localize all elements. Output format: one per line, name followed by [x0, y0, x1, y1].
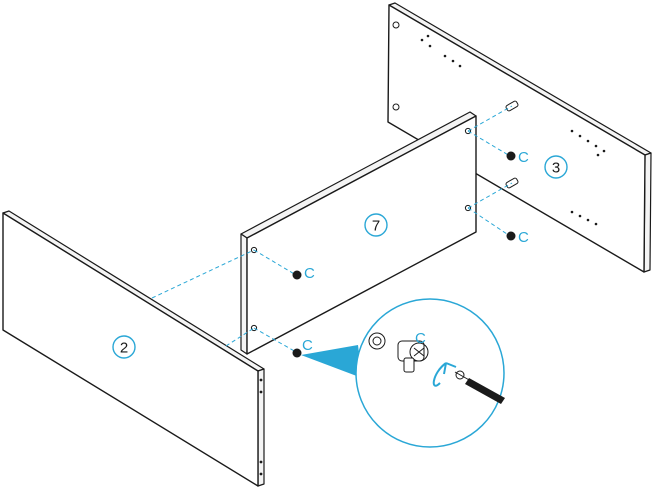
svg-text:2: 2 — [120, 340, 128, 357]
rotate-arrow-icon — [432, 362, 457, 387]
part-badge-7: 7 — [364, 213, 388, 237]
screwdriver-icon — [454, 370, 505, 404]
cam-detail-label: C — [415, 330, 426, 347]
cam-label: C — [302, 337, 313, 354]
part-badge-2: 2 — [112, 335, 136, 359]
cam-label: C — [518, 149, 529, 166]
alignment-guides — [151, 105, 513, 353]
panel-3-holes — [420, 34, 606, 226]
panel-3 — [387, 2, 652, 273]
cam-fitting-icon — [397, 340, 429, 373]
part-badge-3: 3 — [544, 155, 568, 179]
svg-text:3: 3 — [552, 160, 560, 177]
cam-lock-icon — [292, 151, 516, 358]
detail-magnifier — [301, 298, 505, 448]
cam-label: C — [518, 229, 529, 246]
svg-text:7: 7 — [372, 218, 380, 235]
cam-hole-icon — [368, 332, 386, 350]
cam-label: C — [304, 265, 315, 282]
